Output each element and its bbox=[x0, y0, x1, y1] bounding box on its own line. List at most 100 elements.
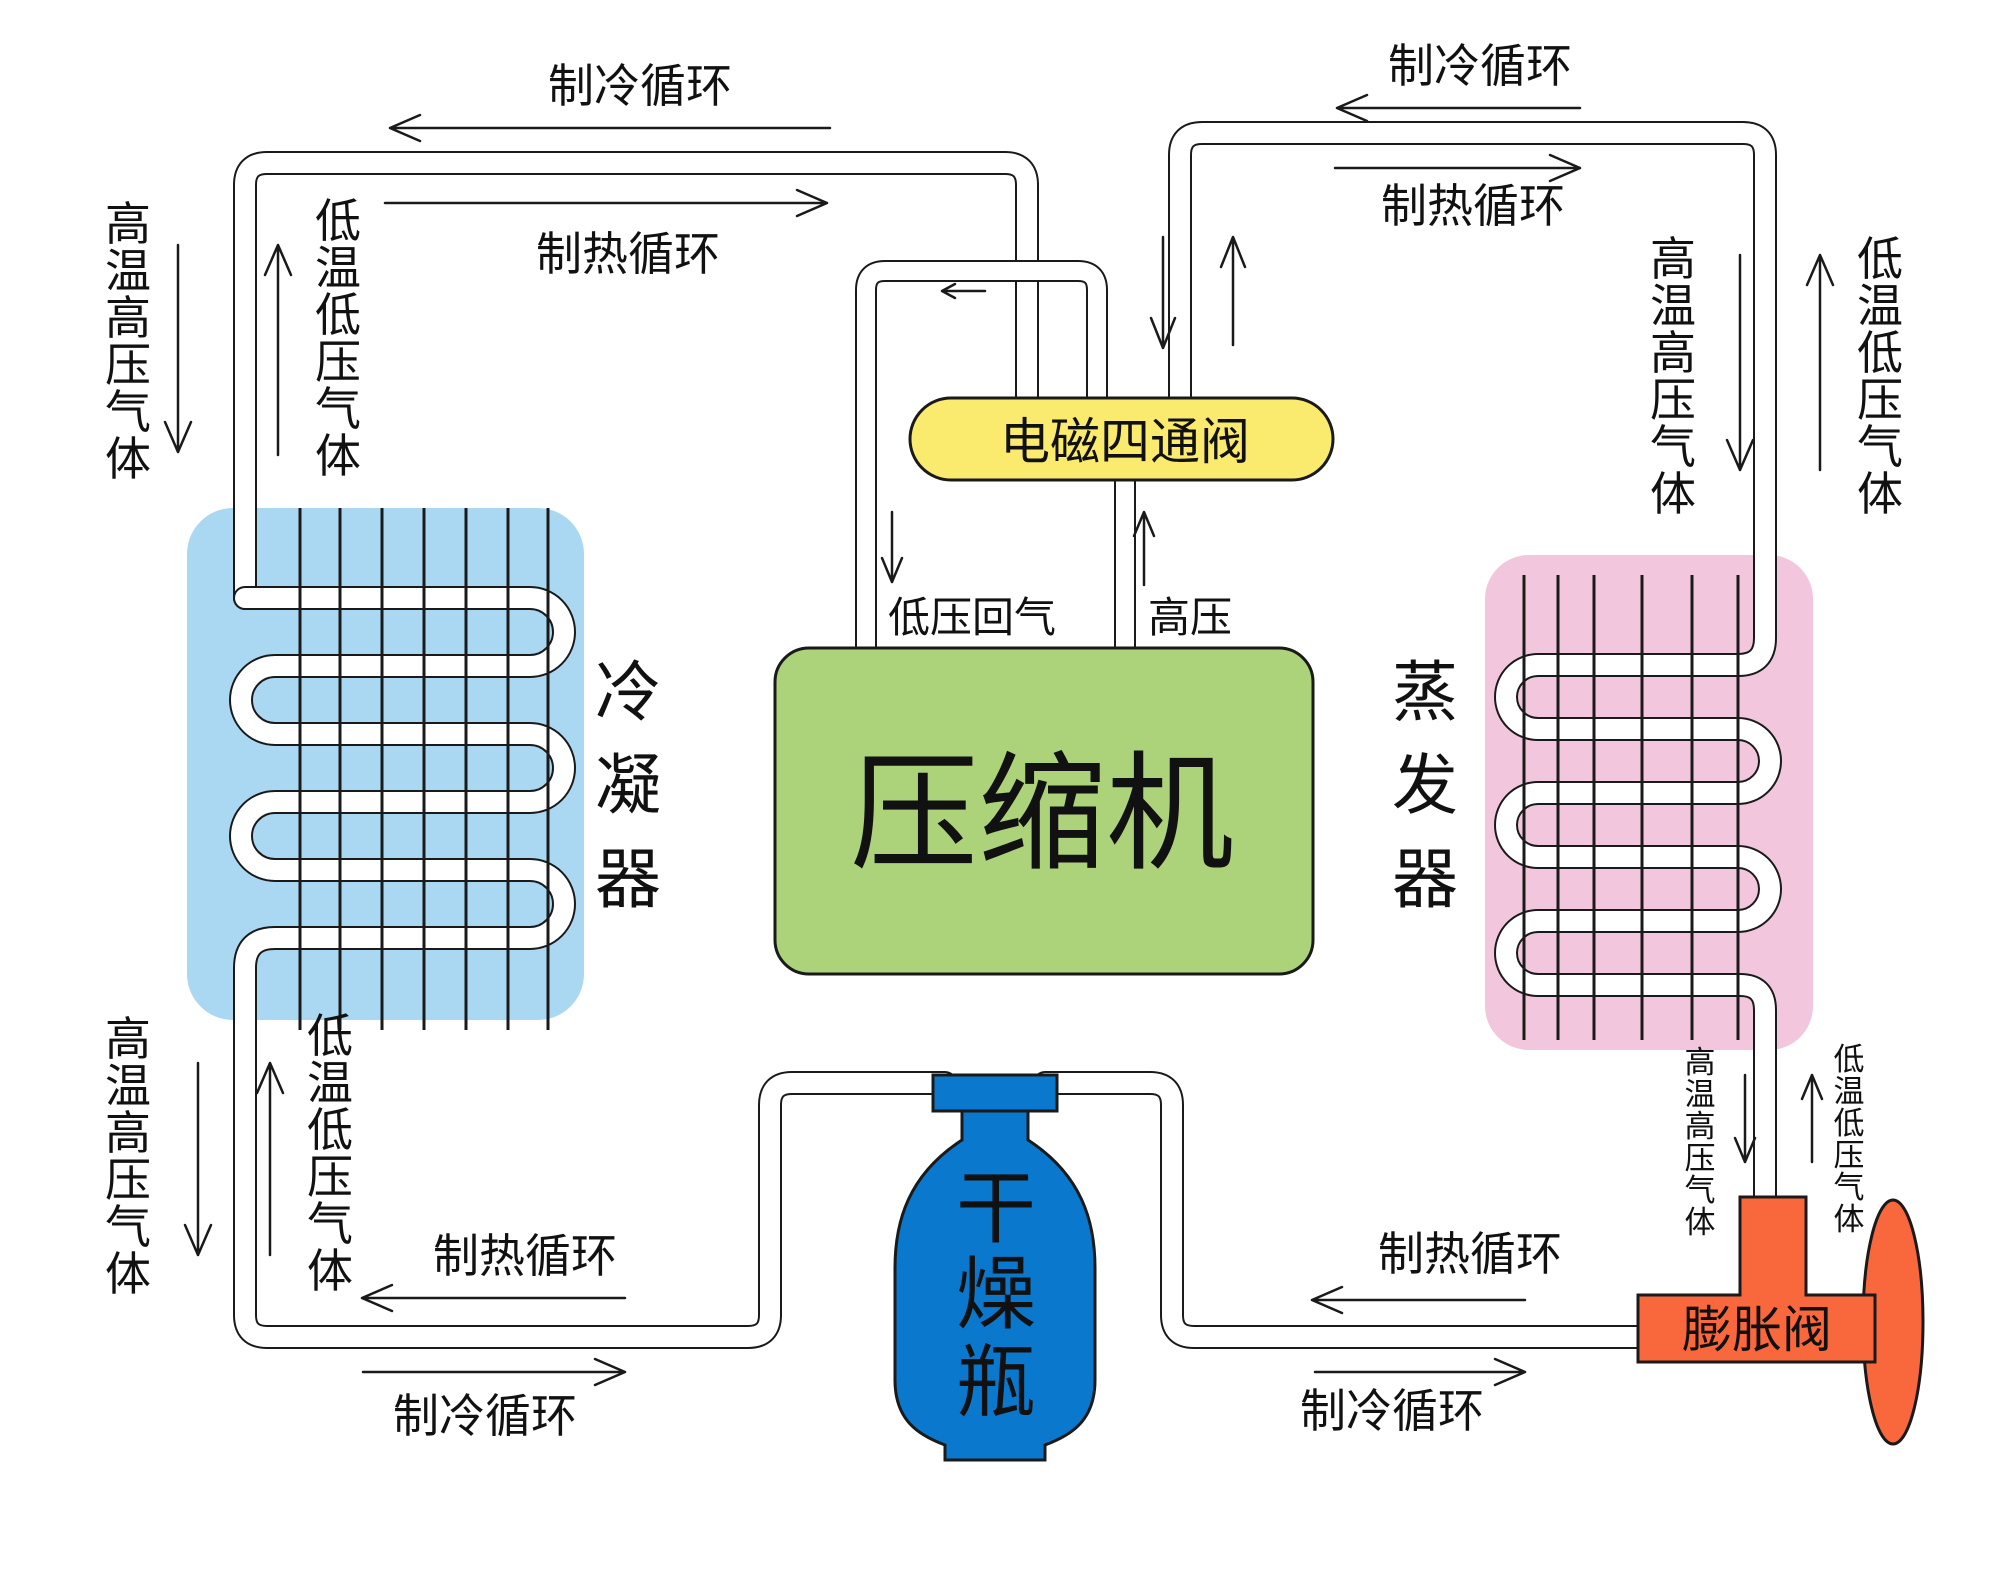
arrow-up-icon bbox=[263, 243, 293, 457]
arrow-left-icon bbox=[1310, 1285, 1527, 1315]
dryer-label-1: 干 bbox=[956, 1162, 1036, 1255]
svg-text:温: 温 bbox=[315, 241, 361, 295]
arrow-down-icon bbox=[1149, 235, 1177, 350]
svg-text:体: 体 bbox=[1685, 1205, 1716, 1241]
cold-gas-label-bottom-left: 低 温 低 压 气 体 bbox=[307, 1009, 353, 1298]
svg-text:压: 压 bbox=[1857, 373, 1903, 427]
dryer-label-3: 瓶 bbox=[956, 1336, 1036, 1429]
condenser-label-3: 器 bbox=[595, 841, 661, 918]
svg-text:高: 高 bbox=[1650, 232, 1696, 286]
arrow-right-icon bbox=[1333, 153, 1582, 183]
heating-cycle-label-bottom-left: 制热循环 bbox=[433, 1229, 617, 1283]
evaporator-label-3: 器 bbox=[1392, 841, 1458, 918]
arrow-left-icon bbox=[360, 1283, 627, 1313]
pipe-network bbox=[229, 121, 1782, 1349]
cold-gas-label-bottom-right: 低 温 低 压 气 体 bbox=[1834, 1042, 1865, 1238]
dryer: 干 燥 瓶 bbox=[893, 1073, 1097, 1462]
high-pressure-label: 高压 bbox=[1148, 593, 1232, 642]
arrow-up-icon bbox=[255, 1061, 285, 1257]
hot-gas-label-bottom-right: 高 温 高 压 气 体 bbox=[1685, 1045, 1716, 1241]
arrow-up-icon bbox=[1805, 253, 1835, 472]
arrow-up-icon bbox=[1132, 510, 1156, 587]
svg-text:温: 温 bbox=[1834, 1074, 1865, 1110]
arrow-down-icon bbox=[1725, 253, 1755, 472]
low-pressure-return-label: 低压回气 bbox=[888, 593, 1056, 642]
svg-text:气: 气 bbox=[105, 1200, 151, 1254]
arrow-left-icon bbox=[940, 282, 987, 300]
arrow-down-icon bbox=[1733, 1073, 1757, 1164]
hot-gas-label-bottom-left: 高 温 高 压 气 体 bbox=[105, 1012, 151, 1301]
condenser-label-2: 凝 bbox=[595, 747, 661, 824]
svg-text:高: 高 bbox=[105, 291, 151, 345]
svg-text:高: 高 bbox=[1650, 326, 1696, 380]
cold-gas-label-top-left: 低 温 低 压 气 体 bbox=[315, 194, 361, 483]
svg-text:体: 体 bbox=[1857, 467, 1903, 521]
svg-text:低: 低 bbox=[307, 1103, 353, 1157]
condenser-block bbox=[187, 508, 584, 1020]
svg-text:气: 气 bbox=[1857, 420, 1903, 474]
svg-text:体: 体 bbox=[1650, 467, 1696, 521]
svg-text:压: 压 bbox=[1685, 1141, 1716, 1177]
svg-text:体: 体 bbox=[307, 1244, 353, 1298]
heating-cycle-label-bottom-right: 制热循环 bbox=[1378, 1227, 1562, 1281]
arrow-right-icon bbox=[383, 188, 829, 218]
compressor-label: 压缩机 bbox=[850, 740, 1234, 889]
svg-text:气: 气 bbox=[105, 385, 151, 439]
svg-text:体: 体 bbox=[105, 432, 151, 486]
svg-text:压: 压 bbox=[315, 335, 361, 389]
expansion-valve-label: 膨胀阀 bbox=[1682, 1301, 1832, 1359]
svg-text:高: 高 bbox=[105, 1012, 151, 1066]
arrow-down-icon bbox=[163, 243, 193, 454]
svg-text:压: 压 bbox=[105, 338, 151, 392]
svg-text:气: 气 bbox=[1685, 1173, 1716, 1209]
svg-text:温: 温 bbox=[105, 244, 151, 298]
arrow-left-icon bbox=[388, 113, 832, 143]
evaporator-fins bbox=[1522, 575, 1740, 1040]
svg-text:温: 温 bbox=[1857, 279, 1903, 333]
svg-text:温: 温 bbox=[1650, 279, 1696, 333]
svg-text:气: 气 bbox=[315, 382, 361, 436]
heating-cycle-label-top-left: 制热循环 bbox=[536, 227, 720, 281]
condenser-fins bbox=[298, 508, 550, 1030]
arrow-left-icon bbox=[1335, 93, 1582, 123]
svg-text:低: 低 bbox=[1834, 1042, 1865, 1078]
svg-text:低: 低 bbox=[1834, 1106, 1865, 1142]
svg-text:压: 压 bbox=[1834, 1138, 1865, 1174]
cooling-cycle-label-top-left: 制冷循环 bbox=[548, 59, 732, 113]
svg-text:体: 体 bbox=[315, 429, 361, 483]
evaporator-label-1: 蒸 bbox=[1392, 654, 1458, 731]
four-way-valve: 电磁四通阀 bbox=[908, 396, 1335, 482]
svg-text:体: 体 bbox=[105, 1247, 151, 1301]
cold-gas-label-top-right: 低 温 低 压 气 体 bbox=[1857, 232, 1903, 521]
svg-text:气: 气 bbox=[1834, 1170, 1865, 1206]
arrow-up-icon bbox=[1219, 235, 1247, 347]
cooling-cycle-label-bottom-left: 制冷循环 bbox=[393, 1389, 577, 1443]
dryer-label-2: 燥 bbox=[956, 1248, 1036, 1341]
four-way-valve-label: 电磁四通阀 bbox=[1000, 413, 1250, 471]
arrow-down-icon bbox=[880, 510, 904, 584]
hot-gas-label-top-left: 高 温 高 压 气 体 bbox=[105, 197, 151, 486]
svg-text:压: 压 bbox=[105, 1153, 151, 1207]
hot-gas-label-top-right: 高 温 高 压 气 体 bbox=[1650, 232, 1696, 521]
svg-text:气: 气 bbox=[307, 1197, 353, 1251]
svg-text:低: 低 bbox=[1857, 326, 1903, 380]
flow-arrows bbox=[163, 93, 1835, 1387]
cooling-cycle-label-top-right: 制冷循环 bbox=[1388, 39, 1572, 93]
condenser-label-1: 冷 bbox=[595, 654, 661, 731]
svg-text:气: 气 bbox=[1650, 420, 1696, 474]
svg-text:高: 高 bbox=[1685, 1045, 1716, 1081]
svg-text:体: 体 bbox=[1834, 1202, 1865, 1238]
svg-text:低: 低 bbox=[315, 288, 361, 342]
svg-text:温: 温 bbox=[105, 1059, 151, 1113]
svg-text:高: 高 bbox=[1685, 1109, 1716, 1145]
compressor: 压缩机 bbox=[773, 646, 1315, 976]
svg-text:压: 压 bbox=[1650, 373, 1696, 427]
arrow-up-icon bbox=[1800, 1073, 1824, 1164]
heating-cycle-label-top-right: 制热循环 bbox=[1381, 179, 1565, 233]
svg-text:高: 高 bbox=[105, 197, 151, 251]
cooling-cycle-label-bottom-right: 制冷循环 bbox=[1300, 1384, 1484, 1438]
svg-text:低: 低 bbox=[315, 194, 361, 248]
svg-text:温: 温 bbox=[307, 1056, 353, 1110]
svg-text:低: 低 bbox=[307, 1009, 353, 1063]
